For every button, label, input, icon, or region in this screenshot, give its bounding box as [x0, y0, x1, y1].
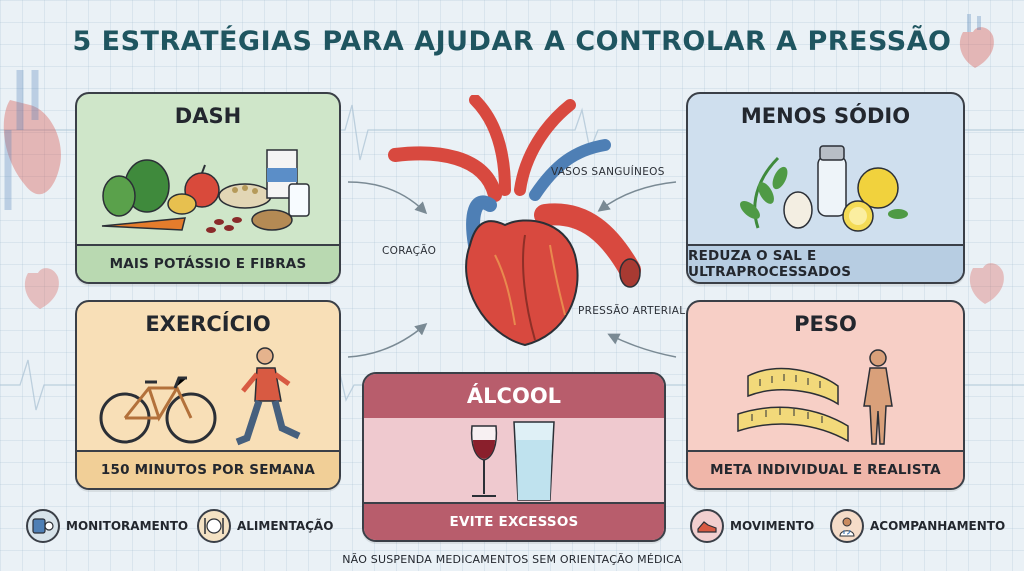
- salt-herbs-lemon-icon: [740, 145, 908, 232]
- card-weight-caption: META INDIVIDUAL E REALISTA: [688, 450, 963, 488]
- card-alcohol-title: ÁLCOOL: [364, 374, 664, 418]
- card-dash: DASH MAIS POTÁSSIO E FIBRAS: [75, 92, 341, 284]
- arrow-exercise: [347, 323, 428, 358]
- bottom-item-label: ACOMPANHAMENTO: [870, 519, 1006, 533]
- card-alcohol: ÁLCOOL EVITE EXCESSOS: [362, 372, 666, 542]
- bicycle-runner-icon: [99, 347, 301, 446]
- card-exercise-title: EXERCÍCIO: [145, 312, 271, 336]
- background-heart-icon: [969, 263, 1004, 304]
- bottom-item-monitoring: MONITORAMENTO: [26, 509, 188, 543]
- background-heart-icon: [24, 268, 59, 309]
- wine-glass-water-glass-icon: [470, 421, 555, 501]
- card-sodium: MENOS SÓDIO REDUZA O SAL E ULTRAPROCESSA…: [686, 92, 965, 284]
- card-dash-title: DASH: [174, 104, 242, 128]
- plate-cutlery-icon: [197, 509, 231, 543]
- card-sodium-title: MENOS SÓDIO: [740, 104, 911, 128]
- bottom-item-followup: ACOMPANHAMENTO: [830, 509, 1005, 543]
- card-exercise: EXERCÍCIO 150 MINUTOS POR SEMANA: [75, 300, 341, 490]
- label-heart: CORAÇÃO: [382, 245, 437, 257]
- arrow-weight: [607, 333, 677, 358]
- arrow-dash: [347, 181, 428, 215]
- measuring-tape-body-icon: [737, 349, 893, 445]
- page-title: 5 ESTRATÉGIAS PARA AJUDAR A CONTROLAR A …: [72, 26, 952, 57]
- card-weight-title: PESO: [794, 312, 857, 336]
- bottom-item-movement: MOVIMENTO: [690, 509, 814, 543]
- disclaimer: NÃO SUSPENDA MEDICAMENTOS SEM ORIENTAÇÃO…: [342, 553, 682, 566]
- card-weight: PESO META INDIVIDUAL E REALISTA: [686, 300, 965, 490]
- heart-illustration: [388, 95, 641, 347]
- bottom-item-label: MOVIMENTO: [730, 519, 815, 533]
- vegetables-fruits-icon: [101, 149, 310, 233]
- doctor-icon: [830, 509, 864, 543]
- label-pressure: PRESSÃO ARTERIAL: [578, 305, 686, 317]
- card-sodium-caption: REDUZA O SAL E ULTRAPROCESSADOS: [688, 244, 963, 282]
- background-heart-icon: [959, 14, 994, 68]
- card-exercise-caption: 150 MINUTOS POR SEMANA: [77, 450, 339, 488]
- sneaker-icon: [690, 509, 724, 543]
- card-alcohol-caption: EVITE EXCESSOS: [364, 502, 664, 540]
- bottom-item-label: MONITORAMENTO: [66, 519, 189, 533]
- label-vessels: VASOS SANGUÍNEOS: [551, 166, 665, 178]
- background-heart-icon: [3, 70, 61, 210]
- bottom-item-food: ALIMENTAÇÃO: [197, 509, 333, 543]
- arrow-sodium: [597, 181, 677, 212]
- card-dash-caption: MAIS POTÁSSIO E FIBRAS: [77, 244, 339, 282]
- bottom-item-label: ALIMENTAÇÃO: [237, 519, 334, 533]
- blood-pressure-monitor-icon: [26, 509, 60, 543]
